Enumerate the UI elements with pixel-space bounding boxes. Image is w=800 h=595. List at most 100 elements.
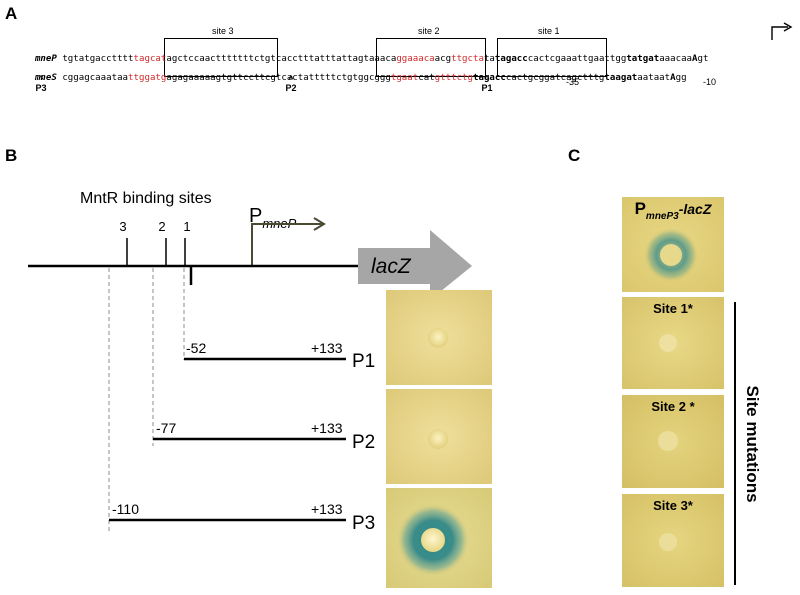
sequence-segment: tatgat [626,54,660,64]
panel-label-a: A [5,4,18,23]
sequence-segment: ta [483,54,495,64]
construct-p3-end: +133 [311,501,343,517]
primer-p1-marker: ^P1 [481,74,493,94]
sequence-segment: cactcgaaattgaattgg [527,54,627,64]
sequence-segment: gtttctg [434,73,473,83]
sequence-mneS: cggagcaaataattggatgagagaaaaagtgttccttcgt… [56,73,687,83]
plate-p2 [386,389,492,484]
plate-site1-colony [659,334,677,352]
gene-name-mneS: mneS [34,73,57,83]
promoter-label: PmneP [249,205,297,231]
mntr-binding-title: MntR binding sites [80,190,212,207]
plate-c-header-main: P [634,199,646,218]
plate-c-header-sub: mneP3 [645,211,679,222]
plate-site2-label: Site 2 * [651,399,695,414]
plate-c-header: PmneP3-lacZ [622,197,724,292]
panel-label-c: C [568,146,581,165]
plate-p2-image [386,389,492,484]
plate-site2: Site 2 * [622,395,724,488]
sequence-segment: tagacc [494,54,528,64]
sequence-segment: A [670,73,676,83]
sequence-segment: cggagcaaataa [56,73,129,83]
sequence-segment: tagacc [473,73,506,83]
site-2-box [376,38,486,77]
construct-p1-end: +133 [311,340,343,356]
site-2-label: site 2 [418,26,440,36]
sequence-segment: cat [418,73,435,83]
sequence-row-mneS: mneS cggagcaaataattggatgagagaaaaagtgttcc… [24,63,687,83]
plate-site2-colony [658,431,678,451]
gene-name-mneP: mneP [34,54,57,64]
construct-p2-name: P2 [352,432,375,453]
sequence-mneP: tgtatgacctttttagcatagctccaactttttttctgtc… [56,54,709,64]
construct-p2-start: -77 [156,420,176,436]
plate-p1-image [386,290,492,385]
site-mutations-bracket [734,302,736,585]
plate-c-header-suffix: -lacZ [678,201,712,217]
primer-p2-marker: ^P2 [285,74,297,94]
promoter-label-main: P [249,205,262,227]
sequence-segment: ttagtaaaca [341,54,397,64]
lacz-label: lacZ [371,255,412,278]
sequence-segment: tagcat [133,54,167,64]
sequence-segment: tgaat [390,73,419,83]
sequence-segment: ggaaaca [396,54,435,64]
site-1-label: site 1 [538,26,560,36]
site-3-box [164,38,278,77]
site-number-2: 2 [158,219,165,234]
plate-c-header-colony [660,244,682,266]
panel-label-b: B [5,146,18,165]
sequence-segment: ttggatg [128,73,167,83]
sequence-segment: cactgcggatcagctttg [505,73,605,83]
site-mutations-label: Site mutations [743,385,762,503]
promoter-arrowhead-icon [313,217,326,231]
minus10-label: -10 [703,77,717,87]
primer-p3-label: P3 [35,83,47,93]
sequence-segment: aaacaa [659,54,693,64]
site-1-box [497,38,607,77]
plate-site3-image [622,494,724,587]
plate-site1-label: Site 1* [653,301,693,316]
sequence-segment: taagat [604,73,638,83]
minus35-label: -35 [566,77,580,87]
sequence-segment: acg [434,54,452,64]
sequence-segment: agctccaactttttttctgtcacctttattta [166,54,342,64]
sequence-segment: A [692,54,698,64]
construct-p1-name: P1 [352,351,375,372]
construct-p1-start: -52 [186,340,206,356]
lacz-gene-arrow [358,230,472,300]
transcription-start-arrow-icon [771,22,793,40]
plate-site1: Site 1* [622,297,724,389]
construct-p2-end: +133 [311,420,343,436]
plate-site2-image [622,395,724,488]
sequence-segment: tgtatgacctttt [56,54,134,64]
plate-c-header-label: PmneP3-lacZ [622,199,724,222]
sequence-segment: ttgcta [451,54,484,64]
construct-p3-name: P3 [352,513,375,534]
plate-c-header-image [622,197,724,292]
sequence-segment: aataat [637,73,671,83]
sequence-segment: agagaaaaagtgttccttcgtcactatttttctgtggcgg… [166,73,391,83]
plate-p1-colony [428,328,448,348]
plate-site3-label: Site 3* [653,498,693,513]
primer-p1-label: P1 [481,83,493,93]
construct-p3-start: -110 [112,501,139,517]
sequence-segment: gt [697,54,709,64]
plate-p3-colony [421,528,445,552]
sequence-segment: gg [675,73,687,83]
plate-p1 [386,290,492,385]
sequence-row-mneP: mneP tgtatgacctttttagcatagctccaacttttttt… [24,44,709,64]
plate-site3: Site 3* [622,494,724,587]
plate-p3-image [386,488,492,588]
site-number-3: 3 [119,219,126,234]
plate-site1-image [622,297,724,389]
plate-p2-colony [428,429,448,449]
primer-p2-label: P2 [285,83,297,93]
plate-p3 [386,488,492,588]
primer-p3-marker: ^P3 [35,74,47,94]
site-number-1: 1 [183,219,190,234]
site-3-label: site 3 [212,26,234,36]
plate-site3-colony [659,533,677,551]
